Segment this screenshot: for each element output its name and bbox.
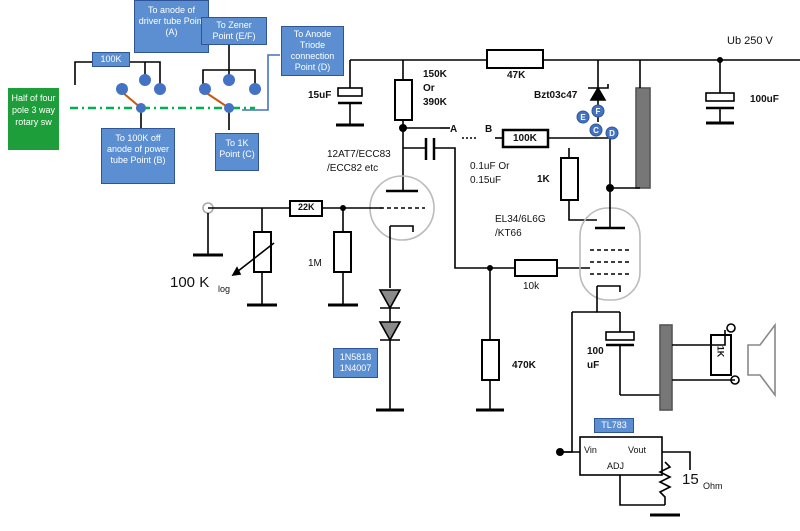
r1k-wire-bottom [568, 200, 597, 221]
contact-8 [224, 103, 234, 113]
junction-470k [487, 265, 493, 271]
contact-2 [139, 74, 151, 86]
label-pot: 100 K [170, 274, 210, 291]
label-pot-taper: log [218, 284, 231, 294]
switch-contacts [116, 74, 261, 113]
junction-grid [340, 205, 346, 211]
pot-wiper-arrow [231, 266, 242, 277]
point-e-text: E [580, 113, 586, 122]
point-e-marker [576, 110, 590, 124]
label-reg-vout: Vout [628, 445, 647, 455]
contact-3 [154, 83, 166, 95]
power-cathode [597, 285, 621, 292]
switch-wire-blue [242, 54, 280, 111]
regulator-feed [560, 312, 573, 453]
speaker-wire-top [672, 330, 726, 346]
label-point-a: A [450, 124, 458, 135]
label-coupling-cap: 0.1uF Or 0.15uF [470, 161, 510, 186]
junction-supply [717, 57, 723, 63]
callout-anode-triode: To Anode Triode connection Point (D) [281, 26, 344, 76]
point-d-marker [605, 126, 619, 140]
label-15ohm-unit: Ohm [703, 481, 723, 491]
resistor-1k-speaker-body [710, 334, 732, 376]
callout-diodes: 1N5818 1N4007 [333, 348, 378, 378]
label-supply: Ub 250 V [727, 35, 773, 47]
label-100uf-top: 100uF [750, 94, 779, 105]
junction-anode [399, 124, 407, 132]
callout-rotary-switch: Half of four pole 3 way rotary sw [8, 88, 59, 150]
point-c-marker [589, 123, 603, 137]
cap-15uf-plate [337, 87, 363, 97]
junction-power-anode [606, 184, 614, 192]
speaker-terminal-top [726, 323, 736, 333]
resistor-1m-body [333, 231, 352, 273]
diode-2 [378, 321, 402, 342]
point-f-marker [591, 104, 605, 118]
switch-wire-left-right [128, 61, 161, 85]
resistor-47k-body [486, 49, 544, 69]
rotary-switch-section [74, 40, 280, 130]
callout-regulator: TL783 [594, 418, 634, 433]
label-47k: 47K [507, 70, 526, 81]
callout-power-anode: To 100K off anode of power tube Point (B… [101, 128, 175, 184]
point-c-text: C [593, 126, 599, 135]
driver-cathode [390, 225, 414, 232]
diode-1 [378, 289, 402, 310]
switch-wire-left [74, 61, 96, 85]
junction-regulator [556, 448, 564, 456]
label-zener: Bzt03c47 [534, 90, 578, 101]
callout-100k: 100K [92, 52, 130, 67]
contact-7 [249, 83, 261, 95]
zener-symbol [589, 86, 607, 101]
label-470k: 470K [512, 360, 536, 371]
speaker-terminal-bottom [730, 375, 740, 385]
contact-6 [223, 74, 235, 86]
label-1m: 1M [308, 258, 322, 269]
label-1k-speaker: 1K [715, 345, 726, 358]
speaker-symbol [747, 322, 776, 398]
regulator-body [579, 436, 663, 476]
resistor-15ohm-zigzag [658, 461, 672, 505]
label-power-tube: EL34/6L6G /KT66 [495, 214, 546, 239]
regulator-out-wire [662, 451, 691, 470]
output-transformer-core [659, 324, 673, 411]
label-10k: 10k [523, 281, 540, 292]
label-22k: 22K [298, 202, 315, 212]
coupling-wire-out [435, 147, 515, 269]
resistor-150k-body [394, 79, 413, 121]
cap-100uf-cathode-plate [605, 331, 635, 341]
resistor-470k-body [481, 339, 500, 381]
resistor-1k-body [560, 157, 579, 201]
pot-wiper [232, 242, 275, 276]
point-f-text: F [596, 107, 601, 116]
cap-100uf-plate [705, 92, 735, 102]
contact-1 [116, 83, 128, 95]
label-reg-vin: Vin [584, 445, 597, 455]
callout-1k-point: To 1K Point (C) [215, 133, 259, 171]
label-driver-tube: 12AT7/ECC83 /ECC82 etc [327, 149, 391, 174]
transformer-core [635, 87, 651, 189]
callout-driver-anode: To anode of driver tube Point (A) [134, 0, 209, 53]
label-15uf: 15uF [308, 90, 332, 101]
point-d-text: D [609, 129, 615, 138]
contact-4 [136, 103, 146, 113]
label-100k: 100K [513, 133, 537, 144]
regulator-adj-wire [619, 475, 665, 506]
label-reg-adj: ADJ [607, 461, 625, 471]
resistor-10k-body [514, 259, 558, 277]
label-100uf-cathode: 100 uF [587, 346, 604, 371]
contact-5 [199, 83, 211, 95]
label-1k: 1K [537, 174, 550, 185]
label-point-b: B [485, 124, 493, 135]
label-150k: 150K Or 390K [423, 69, 447, 108]
callout-zener: To Zener Point (E/F) [201, 17, 267, 45]
zener-bar [588, 84, 609, 89]
label-15ohm: 15 [682, 471, 699, 488]
